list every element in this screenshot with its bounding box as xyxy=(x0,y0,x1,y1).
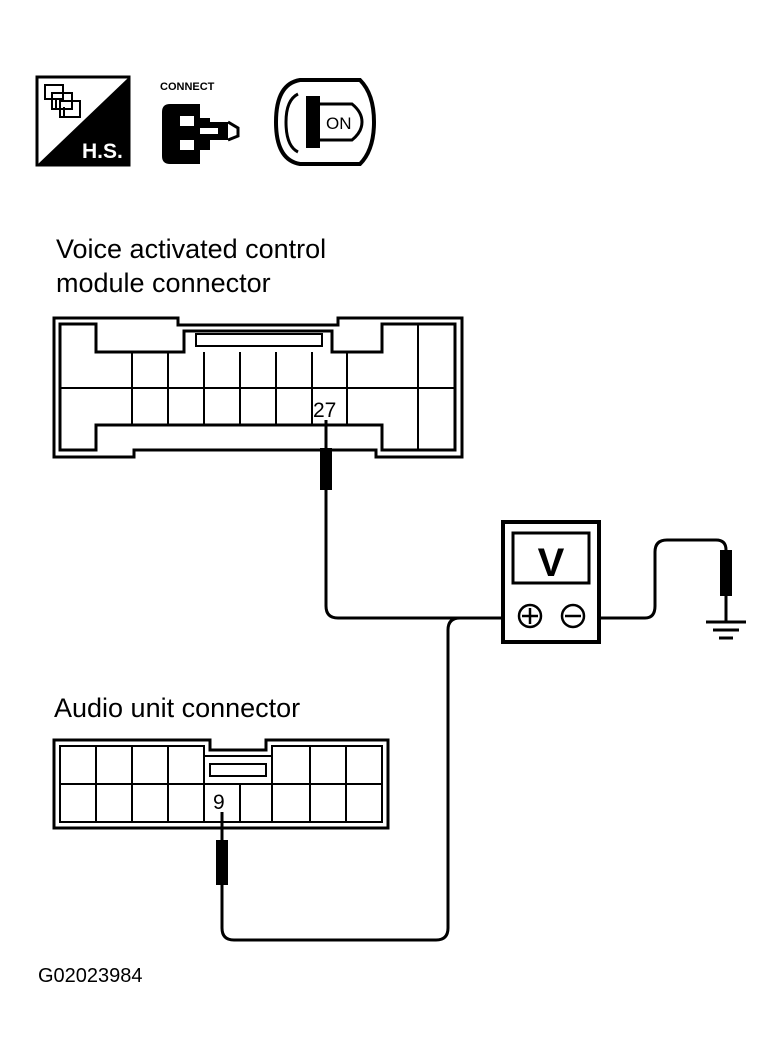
vacm-connector xyxy=(52,316,464,459)
harness-icon-text: H.S. xyxy=(82,140,123,163)
ignition-key-icon: ON xyxy=(273,78,377,166)
probe-audio xyxy=(216,840,228,885)
figure-code: G02023984 xyxy=(38,965,143,987)
vacm-connector-label-line1: Voice activated control xyxy=(56,234,326,264)
audio-connector-label: Audio unit connector xyxy=(54,693,300,723)
ignition-icon-text: ON xyxy=(326,114,352,133)
wires xyxy=(220,420,728,942)
probe-vacm xyxy=(320,448,332,490)
voltmeter: V xyxy=(501,520,601,644)
audio-pin-9: 9 xyxy=(213,791,225,814)
ground-symbol xyxy=(706,620,746,640)
positive-terminal xyxy=(517,603,543,629)
connect-icon-text: CONNECT xyxy=(160,81,215,93)
probe-ground xyxy=(720,550,732,596)
negative-terminal xyxy=(560,603,586,629)
connect-icon: CONNECT xyxy=(160,81,240,164)
vacm-pin-27: 27 xyxy=(313,399,336,422)
audio-connector xyxy=(52,738,390,830)
harness-service-icon: H.S. xyxy=(35,75,131,167)
vacm-connector-label-line2: module connector xyxy=(56,268,271,298)
voltmeter-symbol: V xyxy=(538,541,565,585)
